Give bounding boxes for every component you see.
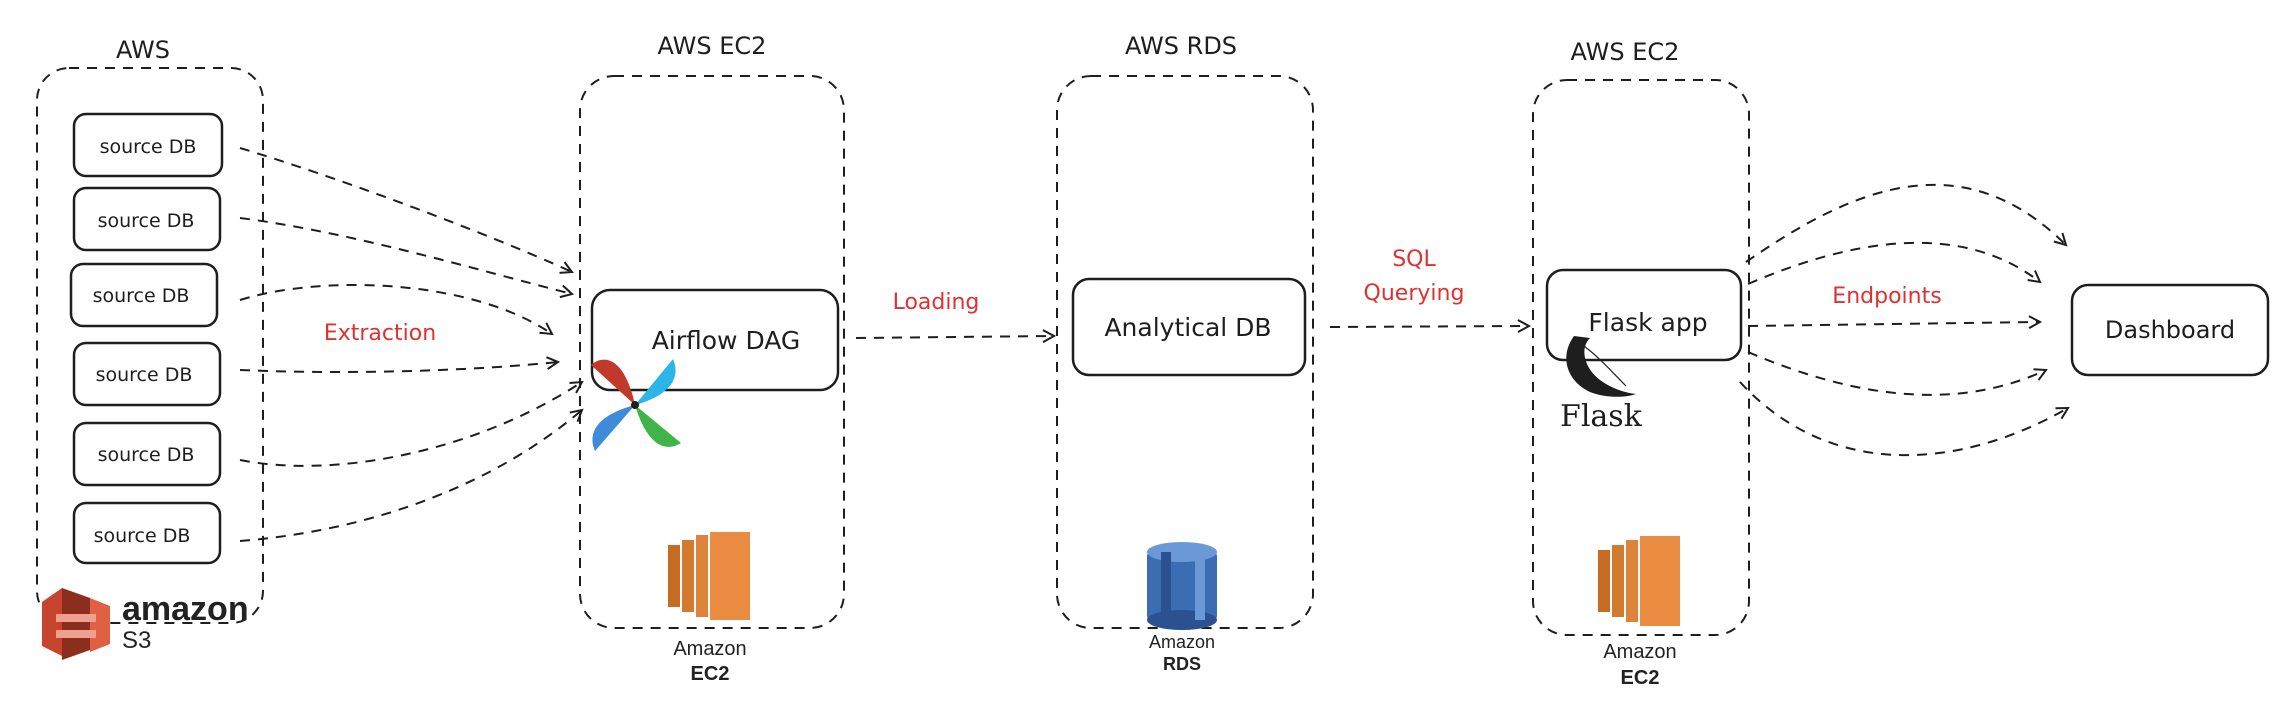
source-db-label: source DB [93, 285, 190, 307]
ec2-logo-line2: EC2 [691, 663, 730, 685]
aws-group: AWS [36, 36, 264, 624]
source-db-label: source DB [98, 210, 195, 232]
analytical-db-node: Analytical DB [1071, 277, 1307, 377]
sql-label-line2: Querying [1364, 281, 1465, 306]
endpoints-label: Endpoints [1832, 284, 1941, 309]
flask-app-node: Flask app [1545, 268, 1743, 362]
sql-querying-arrow [1329, 326, 1529, 327]
dashboard-label: Dashboard [2105, 316, 2235, 344]
amazon-s3-logo: amazon S3 [42, 588, 249, 660]
rds-icon [1147, 542, 1217, 630]
ec2-logo-line1: Amazon [673, 638, 746, 660]
ec2-icon [668, 532, 750, 620]
source-db-label: source DB [94, 525, 191, 547]
ec2-icon [1598, 536, 1680, 626]
extraction-arrows [239, 147, 582, 542]
sql-label-line1: SQL [1392, 247, 1436, 272]
amazon-rds-logo: Amazon RDS [1147, 542, 1217, 674]
source-db-1: source DB [72, 112, 224, 178]
airflow-pinwheel-icon [591, 359, 681, 451]
loading-arrow [855, 336, 1054, 338]
source-db-3: source DB [69, 262, 219, 328]
ec2-logo-line1: Amazon [1603, 641, 1676, 663]
flask-logo-text: Flask [1560, 399, 1643, 434]
amazon-ec2-logo-1: Amazon EC2 [668, 532, 750, 685]
ec2-flask-group-title: AWS EC2 [1571, 38, 1680, 66]
airflow-dag-node: Airflow DAG [590, 288, 840, 392]
analytical-db-label: Analytical DB [1104, 313, 1271, 342]
aws-group-title: AWS [116, 36, 170, 64]
ec2-logo-line2: EC2 [1621, 667, 1660, 689]
dashboard-node: Dashboard [2070, 283, 2270, 377]
ec2-airflow-group-title: AWS EC2 [658, 32, 767, 60]
endpoint-arrows [1739, 183, 2068, 457]
s3-logo-line2: S3 [122, 627, 151, 654]
extraction-label: Extraction [324, 321, 436, 346]
source-db-label: source DB [100, 136, 197, 158]
amazon-ec2-logo-2: Amazon EC2 [1598, 536, 1680, 689]
ec2-airflow-group: AWS EC2 [579, 32, 845, 629]
source-db-4: source DB [72, 341, 222, 407]
ec2-flask-group: AWS EC2 [1532, 38, 1750, 636]
flask-logo-icon: Flask [1560, 336, 1643, 434]
rds-logo-line1: Amazon [1149, 632, 1215, 652]
source-db-5: source DB [72, 421, 222, 487]
source-db-6: source DB [72, 501, 222, 565]
source-db-label: source DB [98, 444, 195, 466]
rds-group-title: AWS RDS [1125, 32, 1237, 60]
source-db-label: source DB [96, 364, 193, 386]
source-db-2: source DB [72, 186, 222, 252]
s3-bucket-icon [42, 588, 110, 660]
airflow-dag-label: Airflow DAG [652, 326, 801, 355]
rds-logo-line2: RDS [1163, 654, 1201, 674]
loading-label: Loading [893, 290, 980, 315]
flask-app-label: Flask app [1588, 308, 1707, 337]
s3-logo-line1: amazon [122, 590, 249, 628]
